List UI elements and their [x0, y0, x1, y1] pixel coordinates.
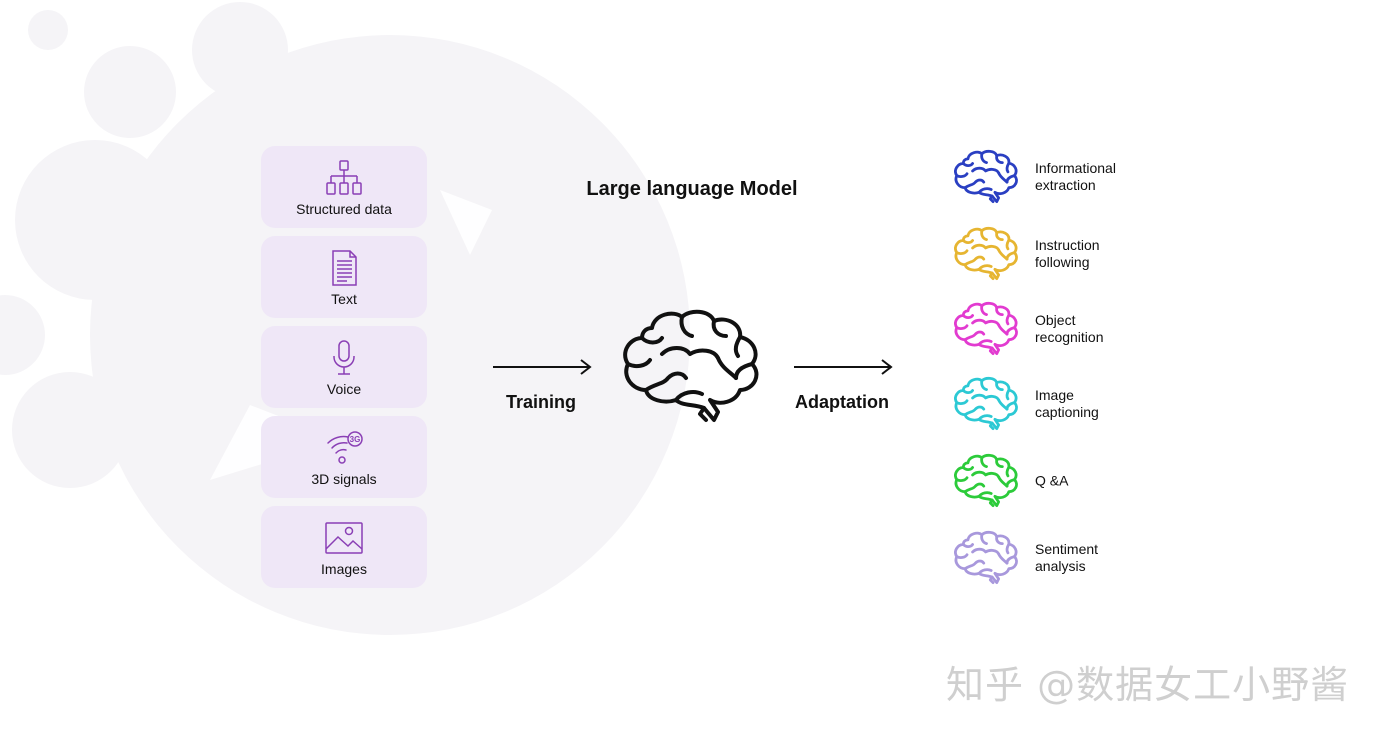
input-label: Text — [331, 291, 357, 307]
input-card-3d-signals: 3G 3D signals — [261, 416, 427, 498]
adaptation-label: Adaptation — [795, 392, 889, 412]
microphone-icon — [333, 340, 355, 375]
watermark: 知乎 @数据女工小野酱 — [946, 663, 1350, 707]
output-label: Q &A — [1035, 472, 1069, 489]
input-label: Images — [321, 561, 367, 577]
diagram-title: Large language Model — [586, 178, 798, 200]
hierarchy-icon — [326, 160, 362, 195]
wifi-3g-icon: 3G — [327, 431, 363, 464]
output-item-qa: Q &A — [954, 452, 1214, 510]
adaptation-arrow — [794, 359, 893, 375]
brain-icon — [954, 226, 1018, 281]
input-card-structured-data: Structured data — [261, 146, 427, 228]
image-icon — [325, 522, 363, 554]
input-card-text: Text — [261, 236, 427, 318]
training-arrow — [493, 359, 592, 375]
brain-icon — [954, 301, 1018, 356]
brain-icon — [954, 453, 1018, 508]
brain-icon — [623, 309, 759, 422]
document-icon — [332, 250, 357, 286]
svg-text:3G: 3G — [350, 435, 361, 444]
input-label: Structured data — [296, 201, 392, 217]
input-label: Voice — [326, 381, 362, 397]
brain-icon — [954, 149, 1018, 204]
input-card-voice: Voice — [261, 326, 427, 408]
training-label: Training — [505, 392, 576, 412]
brain-icon — [954, 530, 1018, 585]
input-card-images: Images — [261, 506, 427, 588]
input-label: 3D signals — [311, 471, 377, 487]
brain-icon — [954, 376, 1018, 431]
